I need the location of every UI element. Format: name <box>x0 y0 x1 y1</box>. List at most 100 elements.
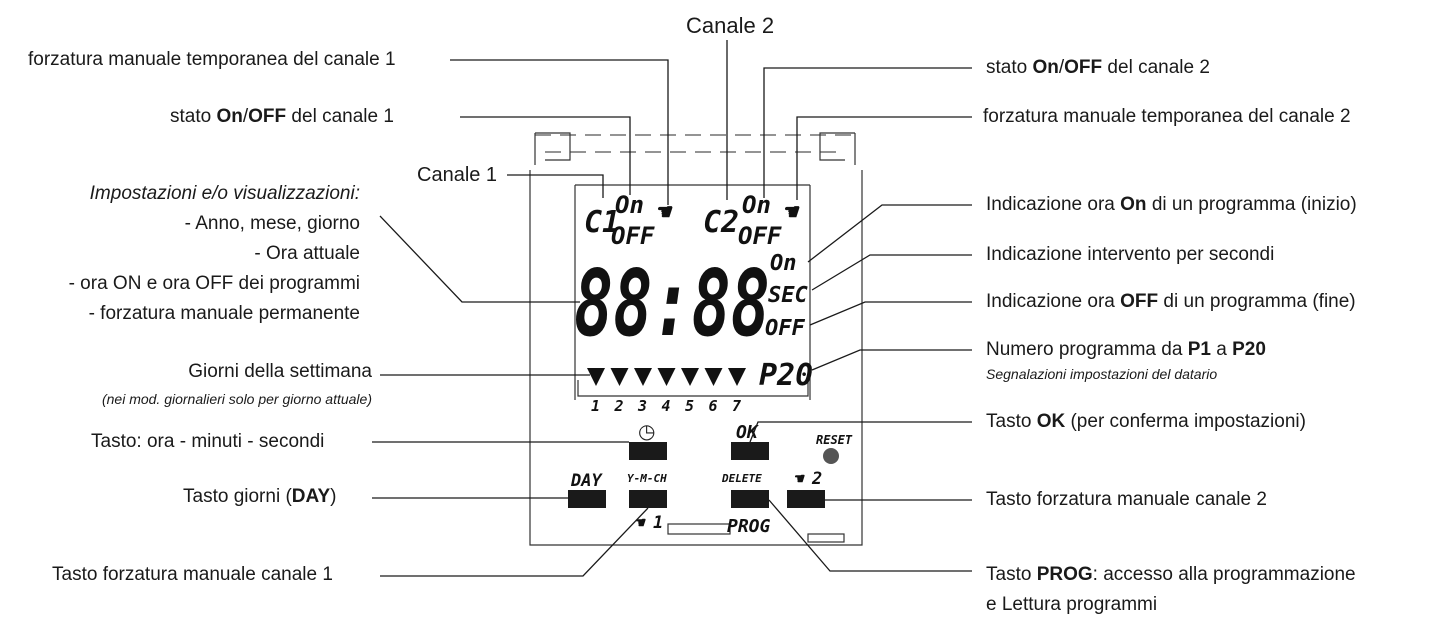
device-body <box>529 132 863 546</box>
hand-1-icon: ☚ <box>634 513 646 532</box>
day-number-7: 7 <box>732 397 741 415</box>
hand-2-label: 2 <box>811 469 822 489</box>
day-key[interactable] <box>568 490 606 508</box>
stato-2-off: OFF <box>1064 57 1103 78</box>
lcd-on-indicator: On <box>770 251 797 276</box>
ind-on-bold: On <box>1120 194 1147 215</box>
lcd-ch2-off: OFF <box>738 222 782 250</box>
ind-on-post: di un programma (inizio) <box>1146 194 1357 215</box>
label-giorni: Giorni della settimana (nei mod. giornal… <box>102 361 372 410</box>
day-triangle-7 <box>728 368 746 386</box>
lcd-ch1-off: OFF <box>611 222 655 250</box>
num-prog-b1: P1 <box>1187 339 1211 360</box>
num-prog-note: Segnalazioni impostazioni del datario <box>986 366 1218 382</box>
tasto-prog-pre: Tasto <box>986 564 1037 585</box>
num-prog-line: Numero programma da P1 a P20 <box>986 339 1266 361</box>
stato-1-on: On <box>216 106 243 127</box>
tasto-prog-line2: e Lettura programmi <box>986 594 1158 615</box>
label-indicazione-off: Indicazione ora OFF di un programma (fin… <box>986 291 1356 313</box>
stato-2-pre: stato <box>986 57 1033 78</box>
label-stato-canale-2: stato On/OFF del canale 2 <box>986 57 1210 79</box>
stato-1-post: del canale 1 <box>286 106 394 127</box>
day-triangle-5 <box>681 368 699 386</box>
reset-button[interactable] <box>823 448 839 464</box>
day-number-5: 5 <box>685 397 694 415</box>
tasto-ok-bold: OK <box>1036 411 1066 432</box>
lcd-program-number: P20 <box>759 358 813 393</box>
label-tasto-forzatura-1: Tasto forzatura manuale canale 1 <box>52 564 333 585</box>
day-number-3: 3 <box>637 397 647 415</box>
tasto-prog-line1: Tasto PROG: accesso alla programmazione <box>986 560 1356 590</box>
label-tasto-giorni: Tasto giorni (DAY) <box>183 486 336 508</box>
prog-key[interactable] <box>731 490 769 508</box>
tasto-giorni-bold: DAY <box>291 486 331 507</box>
day-triangle-2 <box>610 368 629 386</box>
tasto-giorni-post: ) <box>330 486 337 507</box>
num-prog-pre: Numero programma da <box>986 339 1188 360</box>
impostazioni-item-1: - Anno, mese, giorno <box>184 213 360 234</box>
ymch-key-label: Y-M-CH <box>627 472 667 485</box>
keypad: ◷ DAY Y-M-CH ☚ 1 OK DELETE PROG RESET ☚ … <box>568 419 853 537</box>
day-triangle-4 <box>657 368 676 386</box>
ind-on-pre: Indicazione ora <box>986 194 1121 215</box>
tasto-prog-bold: PROG <box>1036 564 1093 585</box>
leader-lines <box>372 40 972 577</box>
lcd-day-triangles <box>587 368 746 386</box>
hand-2-icon: ☚ <box>793 469 805 488</box>
tasto-prog-post: : accesso alla programmazione <box>1092 564 1356 585</box>
ind-off-pre: Indicazione ora <box>986 291 1121 312</box>
reset-label: RESET <box>816 433 853 447</box>
day-number-1: 1 <box>591 397 600 415</box>
lcd-ch1-on: On <box>615 191 644 219</box>
day-key-label: DAY <box>570 471 603 491</box>
lcd-channel-1: C1 <box>584 205 620 240</box>
label-tasto-ok: Tasto OK (per conferma impostazioni) <box>986 411 1306 433</box>
label-tasto-ora: Tasto: ora - minuti - secondi <box>91 431 325 452</box>
ok-key-label: OK <box>736 422 760 443</box>
num-prog-b2: P20 <box>1232 339 1266 360</box>
day-triangle-3 <box>634 368 652 386</box>
label-stato-canale-1: stato On/OFF del canale 1 <box>170 106 394 128</box>
giorni-note: (nei mod. giornalieri solo per giorno at… <box>101 391 372 407</box>
lcd-time-digits: 88:88 <box>574 250 770 357</box>
label-impostazioni: Impostazioni e/o visualizzazioni: - Anno… <box>69 179 360 329</box>
stato-2-on: On <box>1032 57 1059 78</box>
impostazioni-item-3: - ora ON e ora OFF dei programmi <box>68 273 360 294</box>
impostazioni-title: Impostazioni e/o visualizzazioni: <box>89 183 360 204</box>
ind-off-bold: OFF <box>1120 291 1159 312</box>
stato-1-pre: stato <box>170 106 217 127</box>
stato-1-sep: / <box>242 106 249 127</box>
label-indicazione-on: Indicazione ora On di un programma (iniz… <box>986 194 1357 216</box>
tasto-ok-pre: Tasto <box>986 411 1037 432</box>
day-triangle-6 <box>704 368 723 386</box>
stato-2-sep: / <box>1058 57 1065 78</box>
label-forzatura-canale-1: forzatura manuale temporanea del canale … <box>28 49 396 70</box>
lcd-display: C1 On OFF ☚ C2 On OFF ☚ 88:88 On SEC OFF… <box>574 191 813 415</box>
impostazioni-item-2: - Ora attuale <box>254 243 360 264</box>
label-forzatura-canale-2: forzatura manuale temporanea del canale … <box>983 106 1351 127</box>
lcd-channel-2: C2 <box>703 205 739 240</box>
tasto-giorni-pre: Tasto giorni ( <box>183 486 292 507</box>
ind-off-post: di un programma (fine) <box>1158 291 1356 312</box>
label-indicazione-sec: Indicazione intervento per secondi <box>986 244 1275 265</box>
hand-1-label: 1 <box>653 513 663 533</box>
time-key[interactable] <box>629 442 667 460</box>
label-numero-programma: Numero programma da P1 a P20 Segnalazion… <box>986 339 1266 385</box>
lcd-ch1-hand-icon: ☚ <box>655 198 673 226</box>
lcd-off-indicator: OFF <box>765 316 805 341</box>
lcd-ch2-hand-icon: ☚ <box>782 198 800 226</box>
hand-2-key[interactable] <box>787 490 825 508</box>
ok-key[interactable] <box>731 442 769 460</box>
stato-1-off: OFF <box>248 106 287 127</box>
clock-icon: ◷ <box>638 419 655 443</box>
label-canale-1: Canale 1 <box>417 164 498 186</box>
tasto-ok-post: (per conferma impostazioni) <box>1065 411 1306 432</box>
lcd-ch2-on: On <box>742 191 771 219</box>
day-number-6: 6 <box>709 397 718 415</box>
label-canale-2: Canale 2 <box>686 13 775 38</box>
ymch-key[interactable] <box>629 490 667 508</box>
giorni-title: Giorni della settimana <box>188 361 372 382</box>
impostazioni-item-4: - forzatura manuale permanente <box>88 303 360 324</box>
